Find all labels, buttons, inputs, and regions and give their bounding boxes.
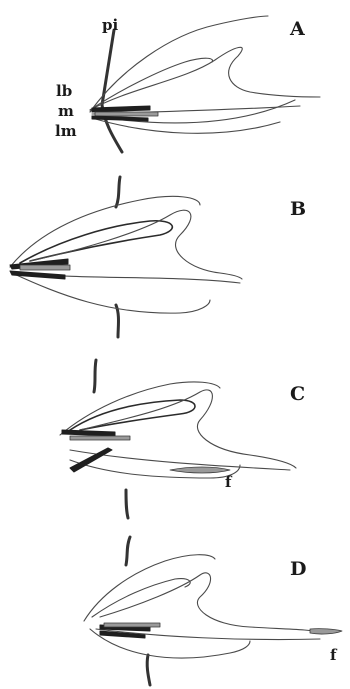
- panel-letter-c: C: [290, 385, 305, 404]
- mandible-bar: [104, 623, 160, 627]
- stem-lower: [147, 655, 150, 685]
- upper-lobe-outline: [84, 555, 215, 621]
- mandible-bar: [95, 112, 158, 116]
- panel-letter-b: B: [290, 200, 306, 219]
- panel-d-drawing: [0, 525, 350, 689]
- labrum-bar: [92, 106, 150, 112]
- mandible-bar: [70, 436, 130, 440]
- label-f-c: f: [225, 475, 231, 490]
- stem-lower: [116, 305, 119, 337]
- stem-upper: [116, 177, 120, 207]
- upper-lobe-outline: [10, 196, 200, 267]
- labrum-bar: [62, 430, 115, 436]
- stem-lower: [126, 490, 128, 518]
- label-lb: lb: [56, 84, 72, 99]
- upper-lobe-inner: [20, 221, 172, 263]
- upper-lobe-outline: [60, 382, 220, 435]
- stem-upper: [126, 537, 130, 565]
- food-mass: [170, 467, 230, 473]
- peduncle-stem: [102, 30, 122, 152]
- label-pi: pi: [102, 18, 118, 33]
- food-mass: [310, 629, 342, 634]
- stem-upper: [94, 360, 96, 392]
- labium-bar: [10, 271, 65, 279]
- mandible-bar: [20, 265, 70, 270]
- panel-c-drawing: [0, 350, 350, 525]
- label-lm: lm: [55, 124, 77, 139]
- middle-lobe-outline: [90, 47, 320, 110]
- upper-lobe-inner: [92, 579, 190, 617]
- label-f-d: f: [330, 648, 336, 663]
- label-m: m: [58, 104, 74, 119]
- panel-letter-d: D: [290, 560, 306, 579]
- panel-letter-a: A: [290, 20, 305, 39]
